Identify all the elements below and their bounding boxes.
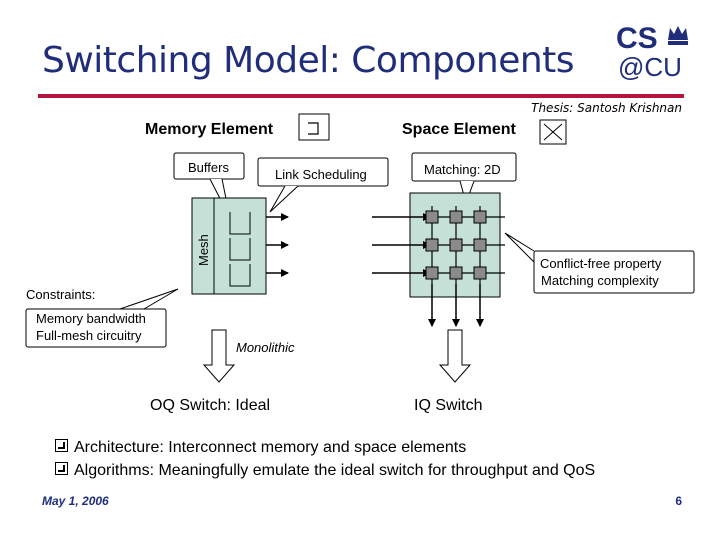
bullet-item: Architecture: Interconnect memory and sp… (55, 436, 595, 459)
conflict-free-text: Conflict-free property (540, 256, 662, 271)
monolithic-text: Monolithic (236, 340, 295, 355)
constraints-callout-pointer (119, 288, 179, 310)
link-scheduling-callout (257, 157, 389, 187)
page-number: 6 (675, 494, 682, 508)
matching-complexity-text: Matching complexity (541, 273, 659, 288)
slide-title: Switching Model: Components (42, 40, 575, 81)
space-element-icon (539, 119, 567, 145)
oq-down-arrow (202, 329, 236, 383)
memory-bandwidth-text: Memory bandwidth (36, 311, 146, 326)
oq-switch-text: OQ Switch: Ideal (150, 397, 270, 414)
iq-switch-text: IQ Switch (414, 397, 482, 414)
memory-output-arrows (266, 213, 289, 277)
mesh-text: Mesh (196, 234, 211, 266)
bullet-item: Algorithms: Meaningfully emulate the ide… (55, 459, 595, 482)
buffers-text: Buffers (188, 160, 229, 175)
logo-bottom-text: @CU (618, 52, 682, 82)
checkbox-bullet-icon (55, 462, 68, 475)
slide-date: May 1, 2006 (42, 494, 109, 508)
space-element-label: Space Element (402, 121, 517, 138)
constraints-label: Constraints: (26, 287, 95, 302)
crosspoints (425, 210, 487, 280)
space-output-arrows (428, 284, 484, 327)
full-mesh-text: Full-mesh circuitry (36, 328, 142, 343)
checkbox-bullet-icon (55, 439, 68, 452)
mesh-strip (191, 197, 215, 295)
memory-element-icon (298, 113, 330, 141)
conflict-free-callout (533, 250, 695, 294)
logo-top-text: CS (616, 22, 658, 55)
cs-columbia-logo: CS @CU (616, 22, 688, 82)
buffers-callout (173, 152, 245, 180)
thesis-credit: Thesis: Santosh Krishnan (531, 101, 682, 115)
memory-element-label: Memory Element (145, 121, 274, 138)
title-rule (38, 94, 684, 98)
crown-icon (668, 26, 688, 45)
matching-text: Matching: 2D (424, 162, 501, 177)
space-input-arrows (372, 213, 431, 277)
buffer-queues (229, 212, 251, 287)
iq-down-arrow (438, 329, 472, 383)
constraints-callout (25, 308, 167, 348)
link-scheduling-text: Link Scheduling (275, 167, 367, 182)
conflict-callout-pointer (504, 232, 535, 263)
bullet-list: Architecture: Interconnect memory and sp… (55, 436, 595, 482)
